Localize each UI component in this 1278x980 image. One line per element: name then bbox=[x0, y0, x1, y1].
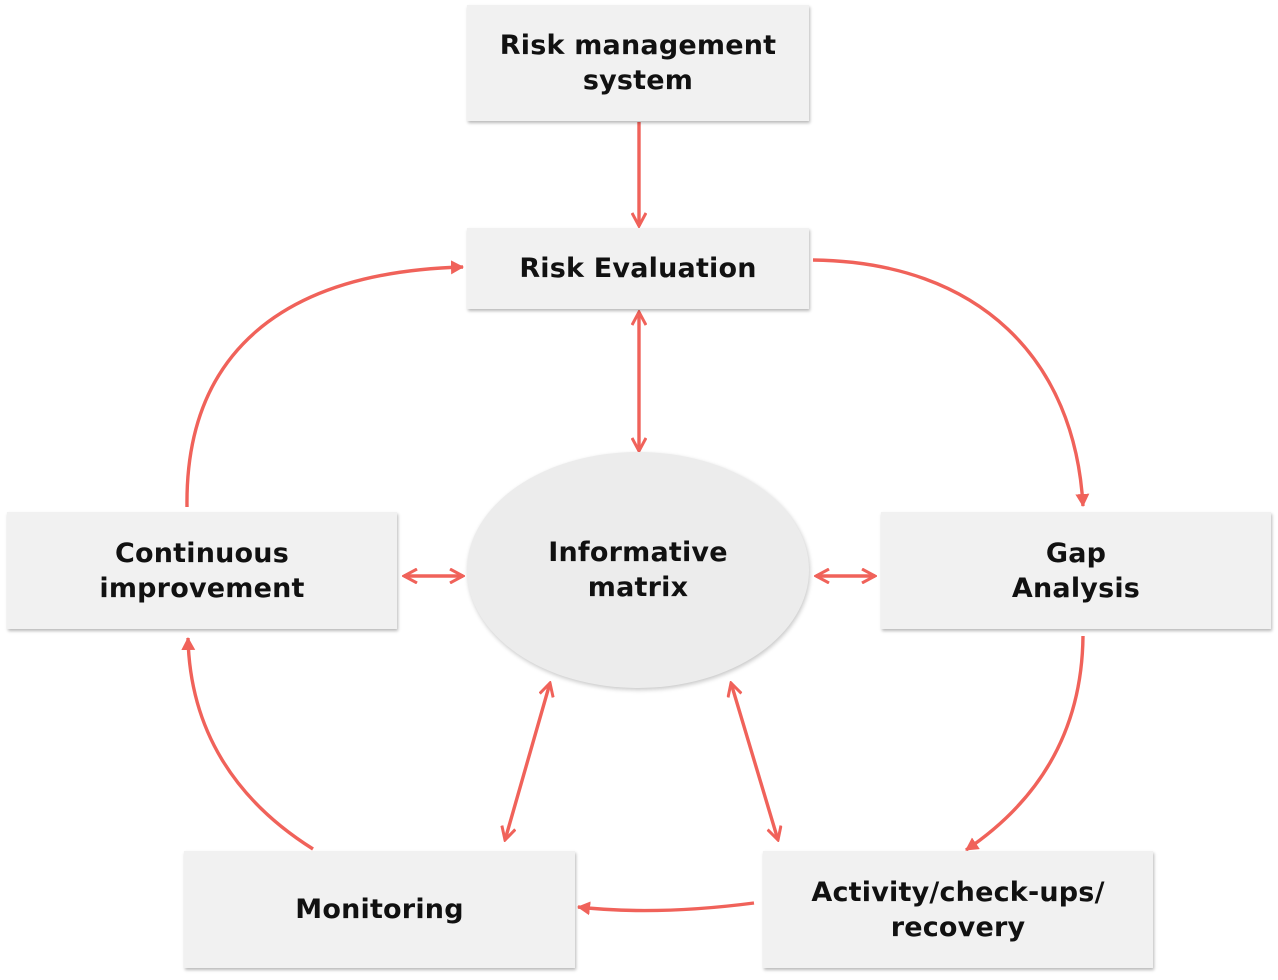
label-line: Continuous bbox=[114, 537, 290, 569]
node-continuous-improvement: Continuous improvement bbox=[7, 512, 397, 629]
label-line: matrix bbox=[587, 572, 689, 603]
node-label: Risk management system bbox=[500, 28, 776, 98]
label-line: Monitoring bbox=[295, 894, 464, 925]
label-line: Risk management bbox=[499, 30, 777, 61]
label-line: system bbox=[582, 65, 694, 96]
node-label: Activity/check-ups/ recovery bbox=[811, 875, 1104, 945]
node-risk-evaluation: Risk Evaluation bbox=[467, 228, 809, 309]
node-label: Monitoring bbox=[295, 892, 463, 927]
label-line: recovery bbox=[890, 911, 1026, 943]
arrow-monitoring-to-improvement bbox=[181, 637, 314, 851]
label-line: Gap bbox=[1045, 537, 1107, 569]
label-line: improvement bbox=[99, 572, 305, 604]
node-label: Risk Evaluation bbox=[519, 251, 756, 286]
arrow-gap-to-activity bbox=[965, 635, 1085, 852]
node-informative-matrix: Informative matrix bbox=[467, 452, 809, 688]
arrow-matrix-activity bbox=[731, 683, 778, 840]
node-gap-analysis: Gap Analysis bbox=[881, 512, 1271, 629]
node-monitoring: Monitoring bbox=[184, 851, 575, 968]
arrow-matrix-monitoring bbox=[505, 683, 550, 840]
arrow-improvement-to-evaluation bbox=[185, 260, 464, 508]
label-line: Risk Evaluation bbox=[519, 253, 757, 284]
node-label: Gap Analysis bbox=[1012, 536, 1140, 606]
node-label: Continuous improvement bbox=[99, 536, 304, 606]
node-activity-checkups-recovery: Activity/check-ups/ recovery bbox=[763, 851, 1153, 968]
arrow-activity-to-monitoring bbox=[577, 901, 755, 916]
label-line: Informative bbox=[548, 537, 728, 568]
label-line: Analysis bbox=[1011, 572, 1141, 604]
label-line: Activity/check-ups/ bbox=[811, 876, 1105, 908]
node-label: Informative matrix bbox=[548, 535, 728, 605]
arrow-evaluation-to-gap bbox=[812, 258, 1090, 507]
node-risk-management-system: Risk management system bbox=[467, 5, 809, 121]
